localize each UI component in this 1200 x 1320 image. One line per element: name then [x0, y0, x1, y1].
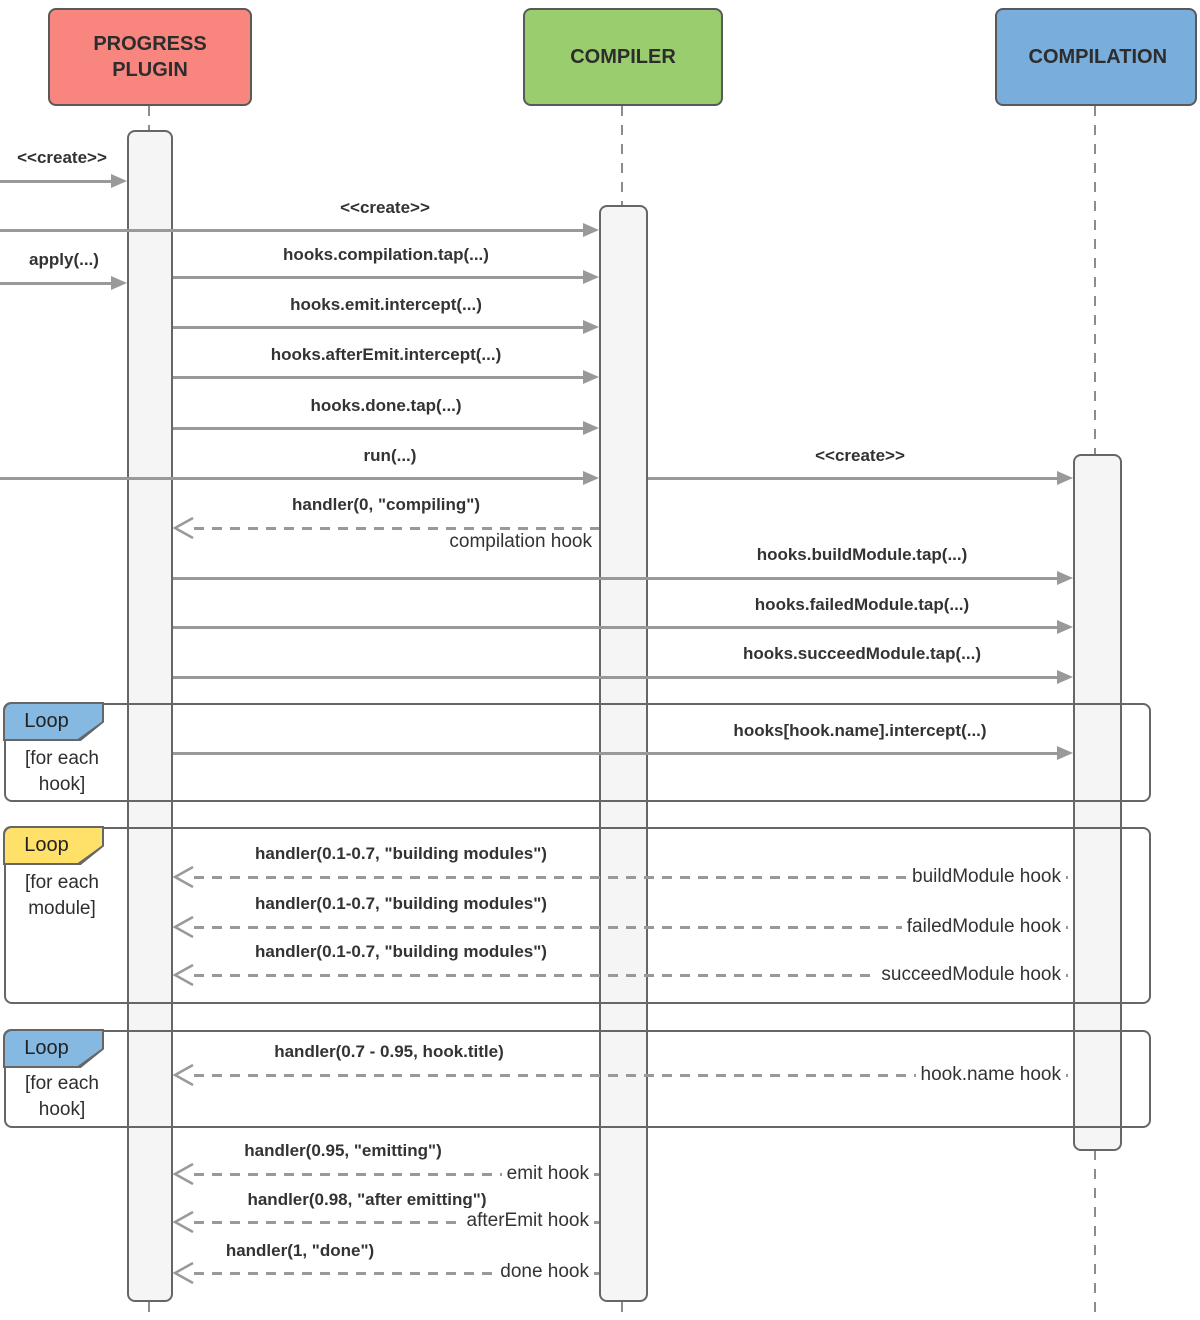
loop-guard-2: [for each module]	[25, 872, 99, 919]
message-building-modules-1-line	[194, 876, 1073, 879]
arrowhead-icon	[583, 471, 599, 485]
message-run-label: run(...)	[363, 446, 417, 465]
loop-tab-1: Loop	[3, 702, 104, 741]
actor-compilation-label: COMPILATION	[1028, 46, 1168, 68]
message-handler-compiling-label: handler(0, "compiling")	[291, 495, 481, 514]
message-handler-compiling-line	[194, 527, 599, 530]
message-create-progress-plugin-label: <<create>>	[17, 148, 107, 167]
note-compilation-hook: compilation hook	[449, 531, 592, 552]
note-succeedmodule-hook: succeedModule hook	[876, 962, 1066, 988]
message-building-modules-3-label: handler(0.1-0.7, "building modules")	[255, 942, 547, 961]
message-create-compilation-line	[648, 477, 1058, 480]
loop-frame-for-each-module	[4, 827, 1151, 1004]
message-apply-line	[0, 282, 112, 285]
message-create-compiler-label: <<create>>	[340, 198, 430, 217]
message-done-tap-label: hooks.done.tap(...)	[310, 396, 462, 415]
arrowhead-icon	[111, 174, 127, 188]
loop-tab-3-label: Loop	[5, 1031, 102, 1066]
arrowhead-icon	[1057, 620, 1073, 634]
message-buildmodule-tap-line	[173, 577, 1058, 580]
message-failedmodule-tap-label: hooks.failedModule.tap(...)	[754, 595, 970, 614]
arrowhead-icon	[583, 370, 599, 384]
activation-compilation	[1073, 454, 1122, 1151]
open-arrowhead-icon	[172, 1261, 194, 1285]
actor-compilation: COMPILATION	[995, 8, 1197, 106]
note-buildmodule-hook: buildModule hook	[907, 864, 1066, 890]
message-handler-hook-title-label: handler(0.7 - 0.95, hook.title)	[274, 1042, 504, 1061]
lifeline-progress-plugin	[148, 106, 150, 130]
loop-frame-for-each-hook-2	[4, 1030, 1151, 1128]
loop-frame-for-each-hook-1	[4, 703, 1151, 802]
message-hookname-intercept-line	[173, 752, 1058, 755]
message-compilation-tap-label: hooks.compilation.tap(...)	[283, 245, 489, 264]
activation-progress-plugin	[127, 130, 173, 1302]
open-arrowhead-icon	[172, 963, 194, 987]
note-hookname-hook: hook.name hook	[915, 1062, 1066, 1088]
arrowhead-icon	[583, 223, 599, 237]
message-done-tap-line	[173, 427, 584, 430]
message-handler-hook-title-line	[194, 1074, 1073, 1077]
message-building-modules-3-line	[194, 974, 1073, 977]
actor-compiler: COMPILER	[523, 8, 723, 106]
actor-progress-plugin-label: PROGRESS PLUGIN	[93, 33, 207, 81]
arrowhead-icon	[583, 320, 599, 334]
message-building-modules-2-label: handler(0.1-0.7, "building modules")	[255, 894, 547, 913]
message-succeedmodule-tap-line	[173, 676, 1058, 679]
arrowhead-icon	[1057, 670, 1073, 684]
arrowhead-icon	[1057, 471, 1073, 485]
open-arrowhead-icon	[172, 865, 194, 889]
message-emit-intercept-label: hooks.emit.intercept(...)	[290, 295, 482, 314]
actor-progress-plugin: PROGRESS PLUGIN	[48, 8, 252, 106]
message-create-compilation-label: <<create>>	[815, 446, 905, 465]
note-failedmodule-hook: failedModule hook	[901, 914, 1066, 940]
loop-guard-3: [for each hook]	[25, 1073, 99, 1120]
message-apply-label: apply(...)	[29, 250, 99, 269]
arrowhead-icon	[583, 421, 599, 435]
lifeline-compilation-bottom	[1094, 1150, 1096, 1320]
message-building-modules-1-label: handler(0.1-0.7, "building modules")	[255, 844, 547, 863]
arrowhead-icon	[111, 276, 127, 290]
lifeline-compilation	[1094, 106, 1096, 454]
loop-tab-2: Loop	[3, 826, 104, 865]
loop-tab-3: Loop	[3, 1029, 104, 1068]
arrowhead-icon	[583, 270, 599, 284]
loop-guard-1: [for each hook]	[25, 748, 99, 795]
loop-tab-2-label: Loop	[5, 828, 102, 863]
lifeline-progress-plugin-bottom	[148, 1302, 150, 1320]
message-compilation-tap-line	[173, 276, 584, 279]
message-building-modules-2-line	[194, 926, 1073, 929]
note-emit-hook: emit hook	[501, 1161, 594, 1187]
message-create-progress-plugin-line	[0, 180, 112, 183]
actor-compiler-label: COMPILER	[570, 46, 676, 68]
lifeline-compiler	[621, 106, 623, 205]
message-handler-done-label: handler(1, "done")	[225, 1241, 375, 1260]
open-arrowhead-icon	[172, 1210, 194, 1234]
note-afteremit-hook: afterEmit hook	[461, 1208, 594, 1234]
open-arrowhead-icon	[172, 1162, 194, 1186]
message-hookname-intercept-label: hooks[hook.name].intercept(...)	[733, 721, 987, 740]
message-handler-after-emitting-label: handler(0.98, "after emitting")	[247, 1190, 487, 1209]
message-afteremit-intercept-line	[173, 376, 584, 379]
open-arrowhead-icon	[172, 915, 194, 939]
open-arrowhead-icon	[172, 516, 194, 540]
message-buildmodule-tap-label: hooks.buildModule.tap(...)	[756, 545, 968, 564]
message-handler-after-emitting-line	[194, 1221, 599, 1224]
open-arrowhead-icon	[172, 1063, 194, 1087]
message-succeedmodule-tap-label: hooks.succeedModule.tap(...)	[742, 644, 982, 663]
message-create-compiler-line	[0, 229, 584, 232]
message-emit-intercept-line	[173, 326, 584, 329]
loop-tab-1-label: Loop	[5, 704, 102, 739]
message-failedmodule-tap-line	[173, 626, 1058, 629]
message-handler-emitting-label: handler(0.95, "emitting")	[244, 1141, 442, 1160]
arrowhead-icon	[1057, 571, 1073, 585]
message-afteremit-intercept-label: hooks.afterEmit.intercept(...)	[270, 345, 502, 364]
message-handler-emitting-line	[194, 1173, 599, 1176]
message-handler-done-line	[194, 1272, 599, 1275]
arrowhead-icon	[1057, 746, 1073, 760]
note-done-hook: done hook	[495, 1259, 594, 1285]
lifeline-compiler-bottom	[621, 1302, 623, 1320]
message-run-line	[0, 477, 584, 480]
